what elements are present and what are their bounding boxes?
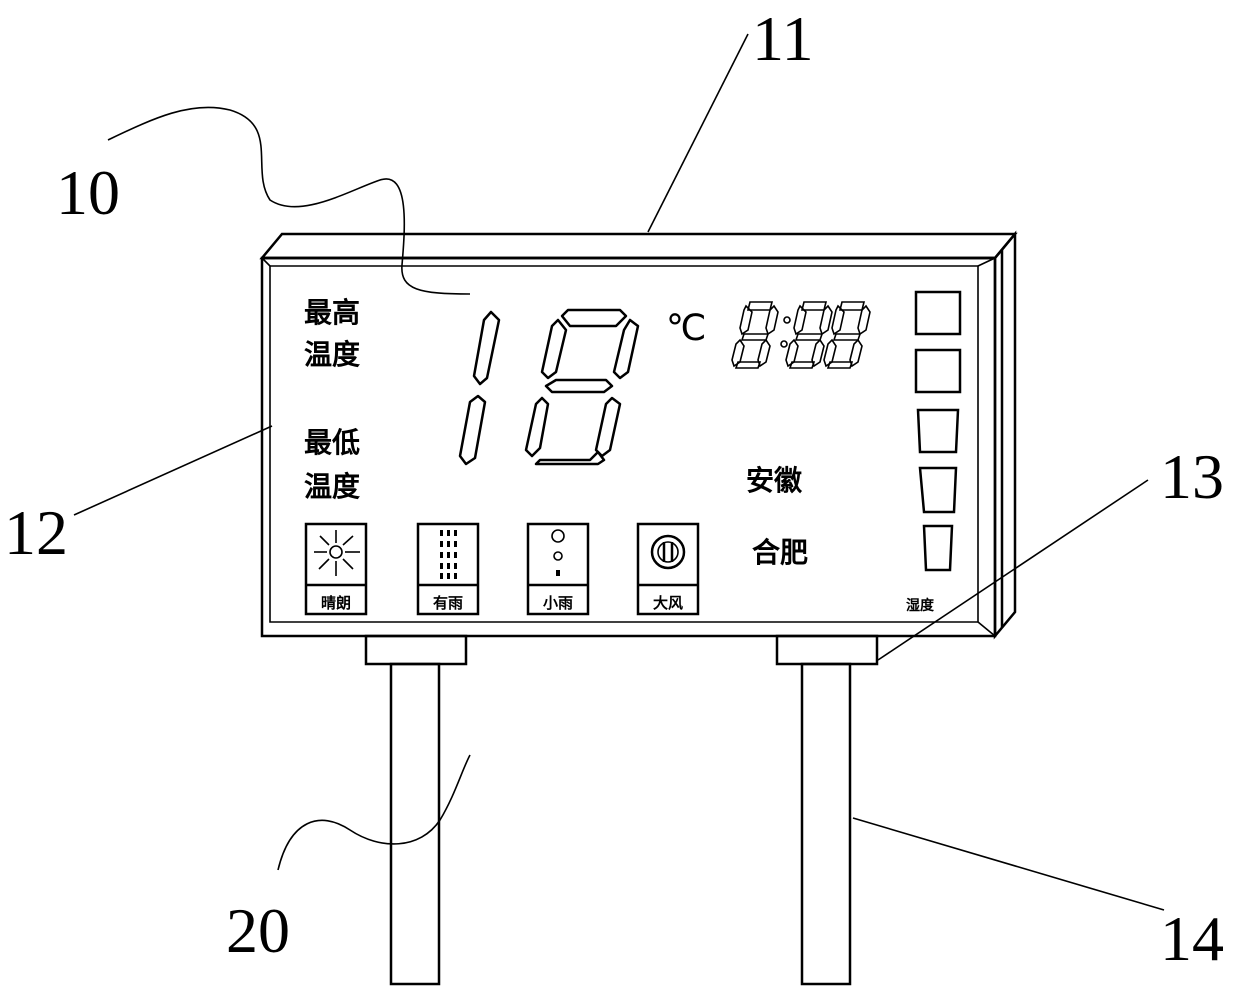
ref-label-20: 20 bbox=[226, 895, 290, 966]
clock-display bbox=[732, 302, 870, 368]
rain-icon bbox=[440, 530, 457, 579]
min-temp-label-line2: 温度 bbox=[304, 470, 360, 503]
ref-label-11: 11 bbox=[752, 3, 814, 74]
leader-lines bbox=[74, 34, 1164, 910]
location-line1: 安徽 bbox=[746, 464, 803, 497]
humidity-gauge bbox=[916, 292, 960, 570]
right-post bbox=[777, 636, 877, 984]
max-temp-label-line1: 最高 bbox=[304, 296, 360, 329]
weather-label-sun: 晴朗 bbox=[321, 594, 351, 612]
ref-label-13: 13 bbox=[1160, 441, 1224, 512]
weather-label-light-rain: 小雨 bbox=[543, 594, 573, 612]
temp-tens-digit bbox=[460, 312, 499, 464]
weather-icon-rain: 有雨 bbox=[418, 524, 478, 614]
min-temp-label-line1: 最低 bbox=[304, 426, 360, 459]
ref-label-14: 14 bbox=[1160, 903, 1224, 974]
weather-icon-wind: 大风 bbox=[638, 524, 698, 614]
temperature-unit: ℃ bbox=[666, 308, 706, 349]
ref-label-12: 12 bbox=[4, 497, 68, 568]
light-rain-icon bbox=[552, 530, 564, 576]
temp-units-digit bbox=[526, 310, 638, 464]
left-post bbox=[366, 636, 466, 984]
weather-icon-sun: 晴朗 bbox=[306, 524, 366, 614]
max-temp-label-line2: 温度 bbox=[304, 338, 360, 371]
sun-icon bbox=[314, 530, 360, 576]
weather-label-wind: 大风 bbox=[653, 594, 683, 612]
weather-icon-light-rain: 小雨 bbox=[528, 524, 588, 614]
location-line2: 合肥 bbox=[752, 536, 808, 569]
wind-icon bbox=[652, 536, 684, 568]
ref-label-10: 10 bbox=[56, 157, 120, 228]
weather-label-rain: 有雨 bbox=[433, 594, 463, 612]
humidity-label: 湿度 bbox=[906, 597, 935, 614]
